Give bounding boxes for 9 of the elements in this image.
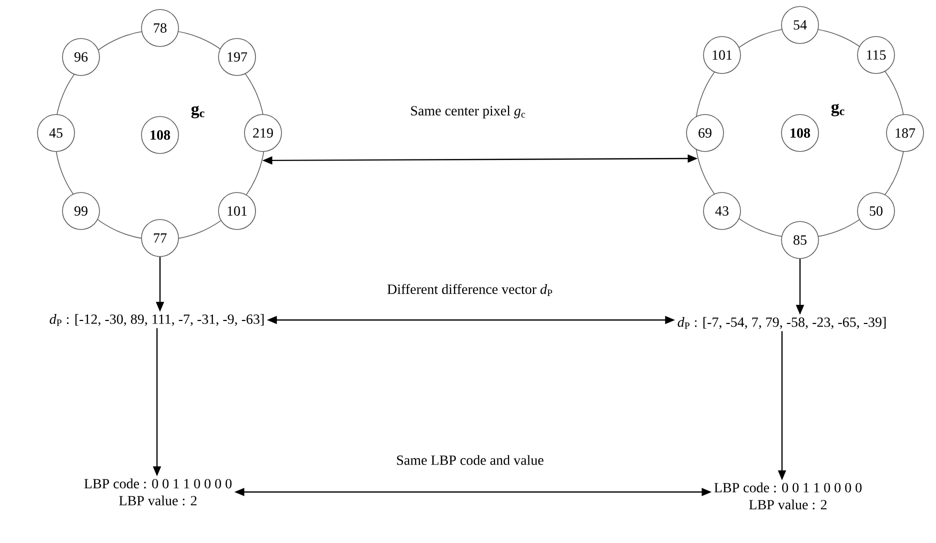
code-text: LBP code : 0 0 1 1 0 0 0 0 LBP value : 2 <box>714 482 862 510</box>
edge-label: Different difference vector d$_{P}$ <box>385 282 555 298</box>
code-text: LBP code : 0 0 1 1 0 0 0 0 LBP value : 2 <box>84 478 232 506</box>
vector-text: d$_{P}$ : [-7, -54, 7, 79, -58, -23, -65, -39] <box>678 317 886 329</box>
edge-label: Same LBP code and value <box>394 453 546 467</box>
center-label: g$_{c}$ <box>831 104 844 116</box>
edge-label: Same center pixel g$_{c}$ <box>408 104 528 120</box>
center-label: g$_{c}$ <box>191 106 204 118</box>
vector-text: d$_{P}$ : [-12, -30, 89, 111, -7, -31, -9, -63] <box>50 314 264 326</box>
